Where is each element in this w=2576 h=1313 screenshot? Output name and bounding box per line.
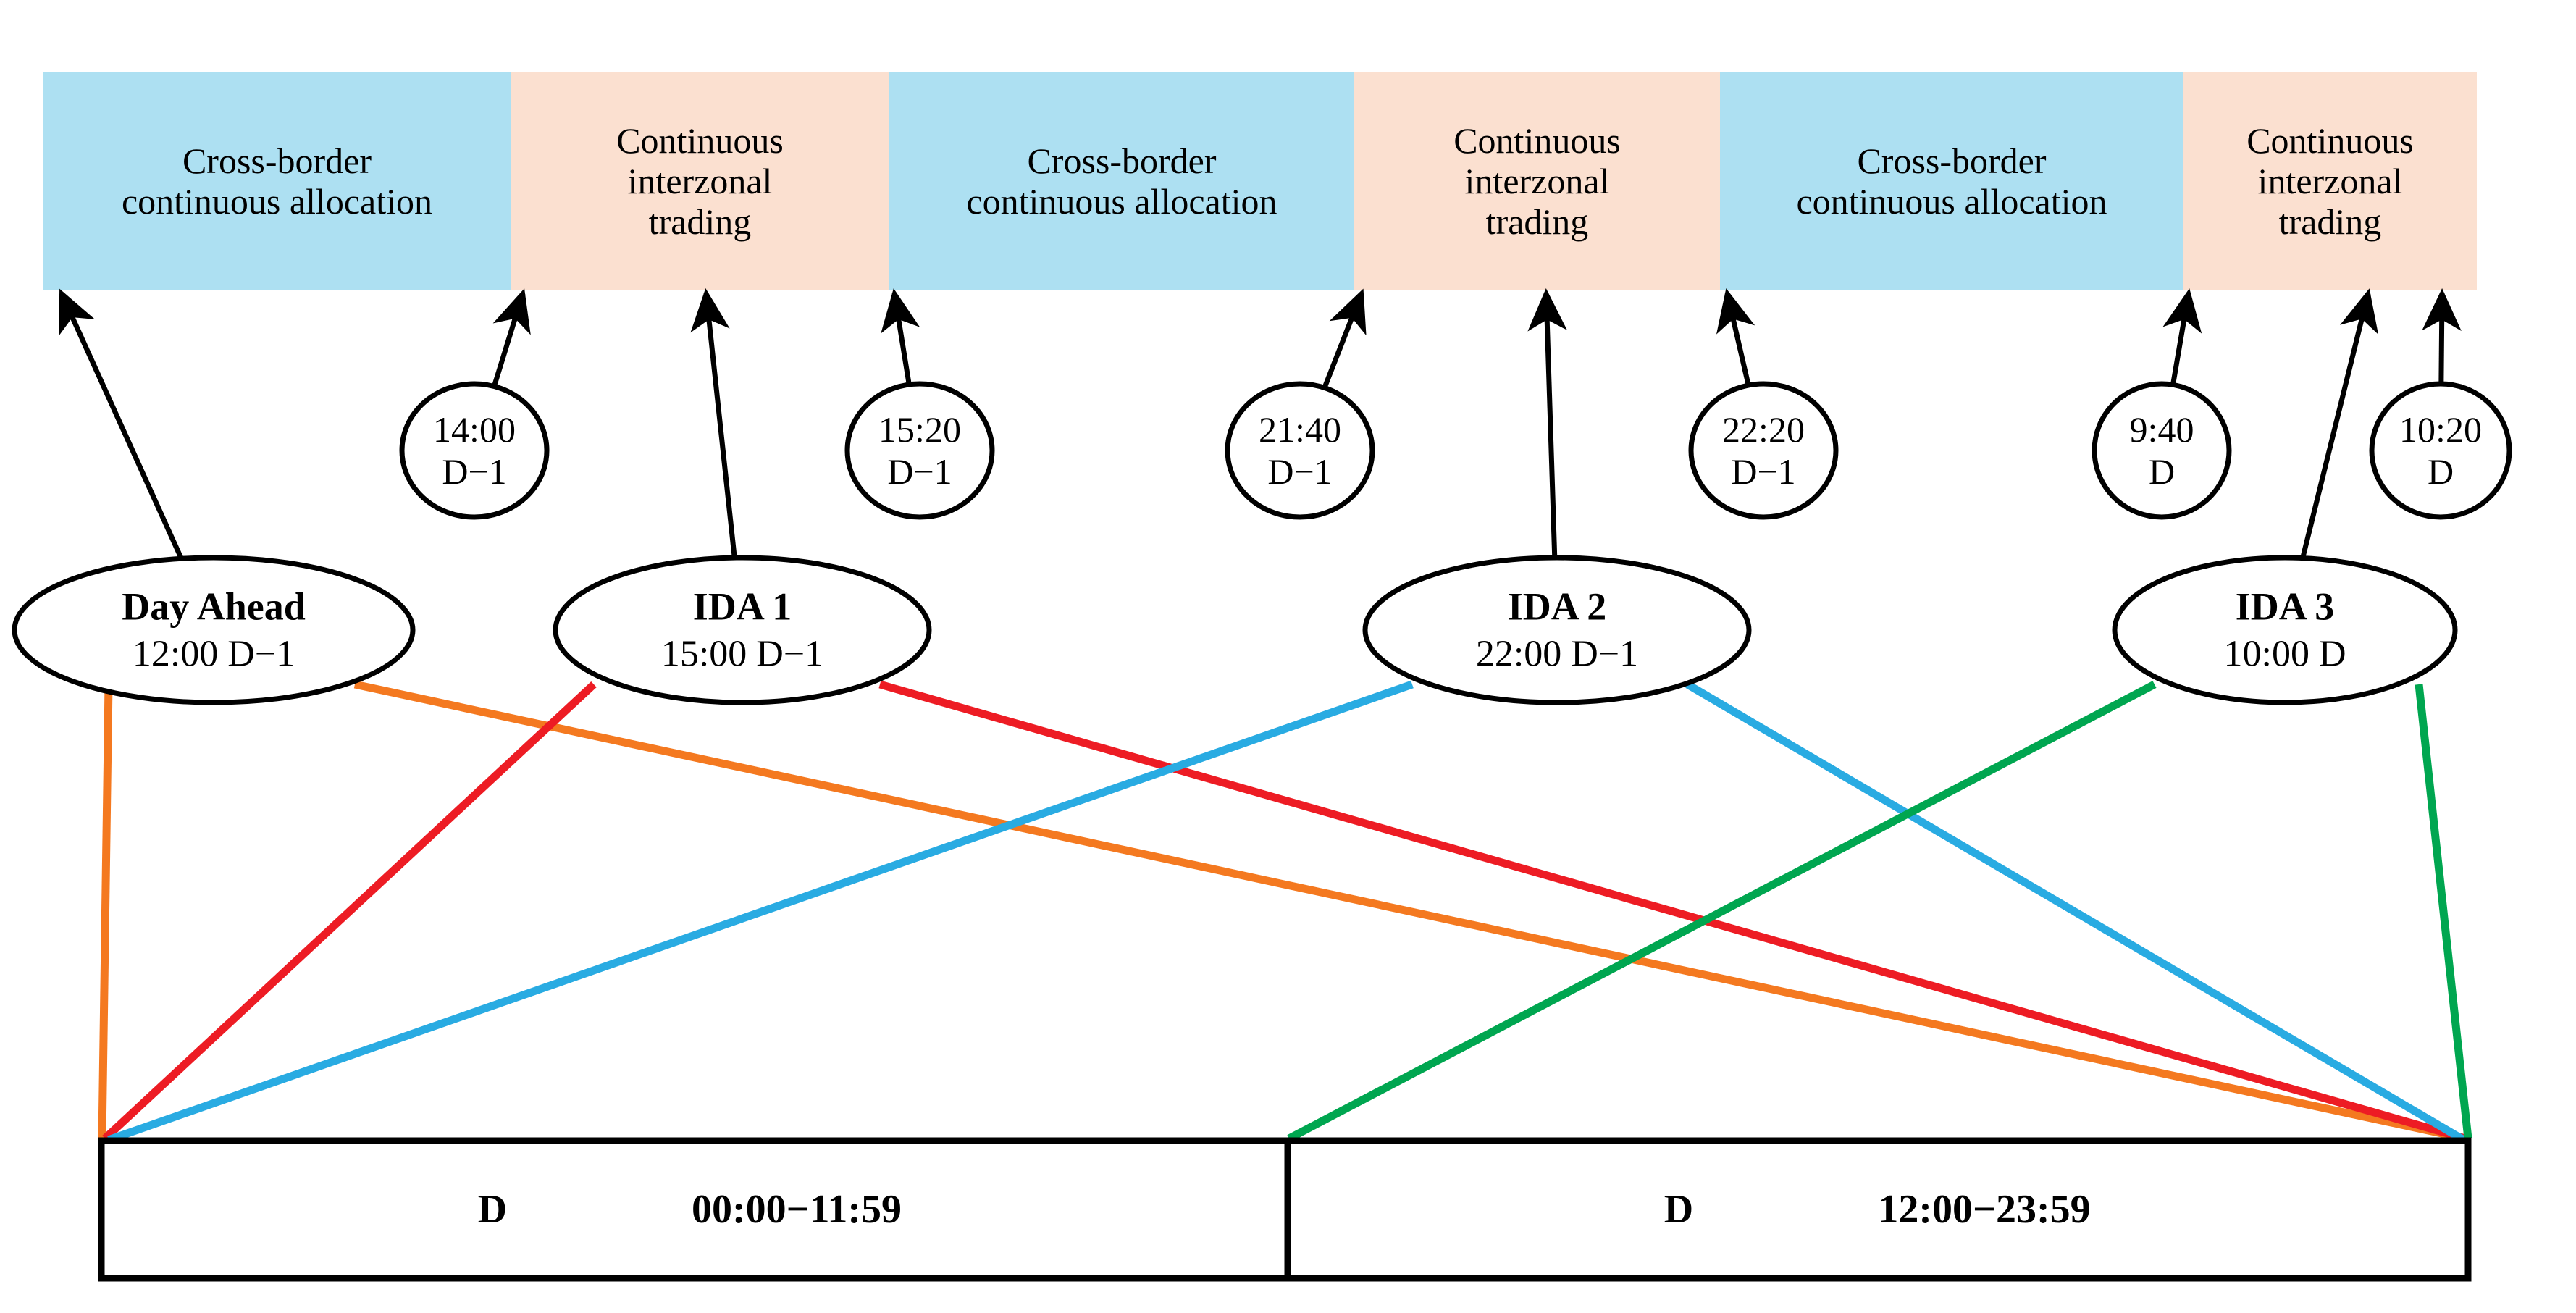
- auction-callout-arrow-2: [1527, 288, 1567, 558]
- time-bubble-1: [844, 381, 995, 520]
- time-callout-arrow-5: [2422, 288, 2462, 385]
- callout-arrows-layer: [59, 288, 2462, 560]
- time-bubble-2: [1225, 381, 1375, 520]
- auction-ellipse-0: [12, 555, 416, 705]
- auction-callout-arrow-3: [2300, 288, 2379, 559]
- flow-lines-layer: [98, 680, 2472, 1144]
- time-bubble-3: [1688, 381, 1839, 520]
- delivery-slot-range-1: 12:00−23:59: [1878, 1187, 2091, 1232]
- time-bubble-5: [2369, 381, 2512, 520]
- auction-ellipse-2: [1362, 555, 1752, 705]
- delivery-slot-range-0: 00:00−11:59: [691, 1187, 902, 1232]
- ida1-to-slot1: [102, 681, 597, 1142]
- time-callout-arrow-2: [1322, 288, 1367, 389]
- day-ahead-to-slot2: [353, 680, 2467, 1143]
- ida2-to-slot2: [1685, 681, 2466, 1144]
- ida2-to-slot1: [107, 680, 1414, 1144]
- delivery-slot-day-1: D: [1664, 1187, 1694, 1232]
- time-callout-arrow-3: [1716, 288, 1755, 386]
- auction-callout-arrow-1: [690, 288, 737, 558]
- ellipse-layer: [12, 381, 2512, 705]
- time-bubble-4: [2092, 381, 2232, 520]
- time-bubble-0: [399, 381, 550, 520]
- time-callout-arrow-4: [2162, 288, 2202, 385]
- time-callout-arrow-1: [881, 288, 920, 385]
- auction-ellipse-1: [553, 555, 932, 705]
- auction-callout-arrow-0: [59, 288, 184, 560]
- delivery-box-layer: [98, 1137, 2472, 1282]
- delivery-slot-day-0: D: [477, 1187, 508, 1232]
- auction-ellipse-3: [2112, 555, 2458, 705]
- ida3-to-slot2: [2415, 684, 2472, 1139]
- ida1-to-slot2: [878, 680, 2467, 1143]
- ida3-to-slot1: [1287, 681, 2157, 1142]
- day-ahead-to-slot1: [98, 684, 113, 1139]
- time-callout-arrow-0: [491, 288, 531, 387]
